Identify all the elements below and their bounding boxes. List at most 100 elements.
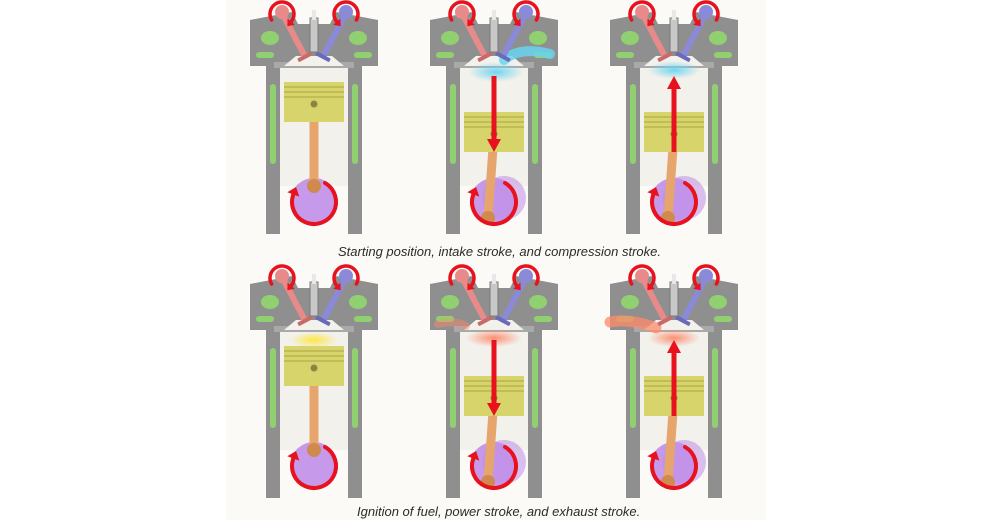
exhaust-valve bbox=[675, 276, 709, 326]
crank-pin bbox=[307, 179, 321, 193]
coolant-left bbox=[270, 84, 276, 164]
spark-plug bbox=[309, 274, 319, 317]
spark-plug bbox=[669, 10, 679, 53]
coolant-head-right bbox=[709, 295, 727, 309]
coolant-right bbox=[352, 348, 358, 428]
crankshaft bbox=[290, 178, 338, 226]
engine-svg bbox=[430, 0, 558, 234]
spark-plug bbox=[489, 10, 499, 53]
spark-plug bbox=[309, 10, 319, 53]
exhaust-cam-rotation-arrow bbox=[332, 264, 360, 291]
intake-cam-rotation-arrow bbox=[268, 264, 296, 291]
engine-power-stroke bbox=[424, 264, 564, 504]
piston-up-arrow bbox=[667, 340, 681, 416]
coolant-port-right bbox=[714, 52, 732, 58]
engine-svg bbox=[250, 264, 378, 498]
coolant-left bbox=[630, 348, 636, 428]
exhaust-cam bbox=[339, 5, 353, 19]
exhaust-valve bbox=[315, 276, 349, 326]
coolant-head-left bbox=[441, 295, 459, 309]
coolant-right bbox=[712, 348, 718, 428]
crankshaft bbox=[290, 442, 338, 490]
crank-rotation-arrow bbox=[647, 180, 698, 226]
exhaust-cam-rotation-arrow bbox=[692, 264, 720, 291]
engine-exhaust-stroke bbox=[604, 264, 744, 504]
crank-pin bbox=[307, 443, 321, 457]
exhaust-port-glow bbox=[434, 318, 470, 330]
exhaust-cam bbox=[699, 5, 713, 19]
exhaust-cam-rotation-arrow bbox=[512, 264, 540, 291]
piston-down-arrow bbox=[487, 76, 501, 152]
exhaust-flow bbox=[604, 315, 662, 334]
intake-valve bbox=[639, 276, 673, 326]
coolant-right bbox=[712, 84, 718, 164]
wrist-pin bbox=[310, 364, 318, 372]
coolant-head-left bbox=[621, 295, 639, 309]
coolant-head-right bbox=[709, 31, 727, 45]
coolant-right bbox=[532, 348, 538, 428]
engine-compression-stroke bbox=[604, 0, 744, 240]
exhaust-cam-rotation-arrow bbox=[332, 0, 360, 27]
exhaust-cam bbox=[519, 269, 533, 283]
intake-valve bbox=[459, 12, 493, 62]
coolant-head-right bbox=[529, 31, 547, 45]
coolant-port-left bbox=[616, 52, 634, 58]
engine-ignition bbox=[244, 264, 384, 504]
exhaust-cam-rotation-arrow bbox=[512, 0, 540, 27]
intake-valve bbox=[459, 276, 493, 326]
exhaust-cam-rotation-arrow bbox=[692, 0, 720, 27]
burning-gas-glow bbox=[466, 329, 522, 347]
intake-cam-rotation-arrow bbox=[448, 0, 476, 27]
intake-cam bbox=[455, 269, 469, 283]
crank-rotation-arrow bbox=[287, 444, 338, 490]
exhaust-valve bbox=[315, 12, 349, 62]
coolant-right bbox=[532, 84, 538, 164]
exhaust-valve bbox=[675, 12, 709, 62]
coolant-head-left bbox=[261, 31, 279, 45]
intake-cam-rotation-arrow bbox=[628, 0, 656, 27]
coolant-port-left bbox=[256, 52, 274, 58]
spark-plug bbox=[669, 274, 679, 317]
intake-cam bbox=[275, 269, 289, 283]
caption-bottom: Ignition of fuel, power stroke, and exha… bbox=[357, 504, 641, 519]
exhaust-cam bbox=[519, 5, 533, 19]
coolant-left bbox=[450, 84, 456, 164]
coolant-port-right bbox=[354, 52, 372, 58]
engine-svg bbox=[430, 264, 558, 498]
coolant-port-right bbox=[714, 316, 732, 322]
coolant-port-left bbox=[436, 316, 454, 322]
ignition-glow bbox=[290, 332, 338, 348]
spark-plug bbox=[489, 274, 499, 317]
coolant-port-left bbox=[256, 316, 274, 322]
intake-cam bbox=[275, 5, 289, 19]
engine-svg bbox=[604, 264, 738, 498]
engine-svg bbox=[610, 0, 738, 234]
engine-starting-position bbox=[244, 0, 384, 240]
crank-rotation-arrow bbox=[467, 180, 518, 226]
coolant-head-right bbox=[349, 295, 367, 309]
intake-valve bbox=[279, 12, 313, 62]
coolant-port-left bbox=[436, 52, 454, 58]
intake-cam bbox=[635, 269, 649, 283]
exhaust-gas-glow bbox=[648, 329, 700, 347]
crank-rotation-arrow bbox=[647, 444, 698, 490]
coolant-head-left bbox=[441, 31, 459, 45]
fresh-mixture-glow bbox=[468, 62, 524, 82]
intake-cam bbox=[635, 5, 649, 19]
exhaust-valve bbox=[495, 12, 529, 62]
coolant-right bbox=[352, 84, 358, 164]
intake-valve bbox=[639, 12, 673, 62]
intake-cam bbox=[455, 5, 469, 19]
coolant-left bbox=[270, 348, 276, 428]
compressed-mixture-glow bbox=[648, 61, 700, 79]
intake-valve bbox=[279, 276, 313, 326]
exhaust-valve bbox=[495, 276, 529, 326]
exhaust-cam bbox=[699, 269, 713, 283]
intake-cam-rotation-arrow bbox=[628, 264, 656, 291]
coolant-port-right bbox=[354, 316, 372, 322]
coolant-head-left bbox=[621, 31, 639, 45]
wrist-pin bbox=[310, 100, 318, 108]
intake-cam-rotation-arrow bbox=[268, 0, 296, 27]
coolant-head-left bbox=[261, 295, 279, 309]
